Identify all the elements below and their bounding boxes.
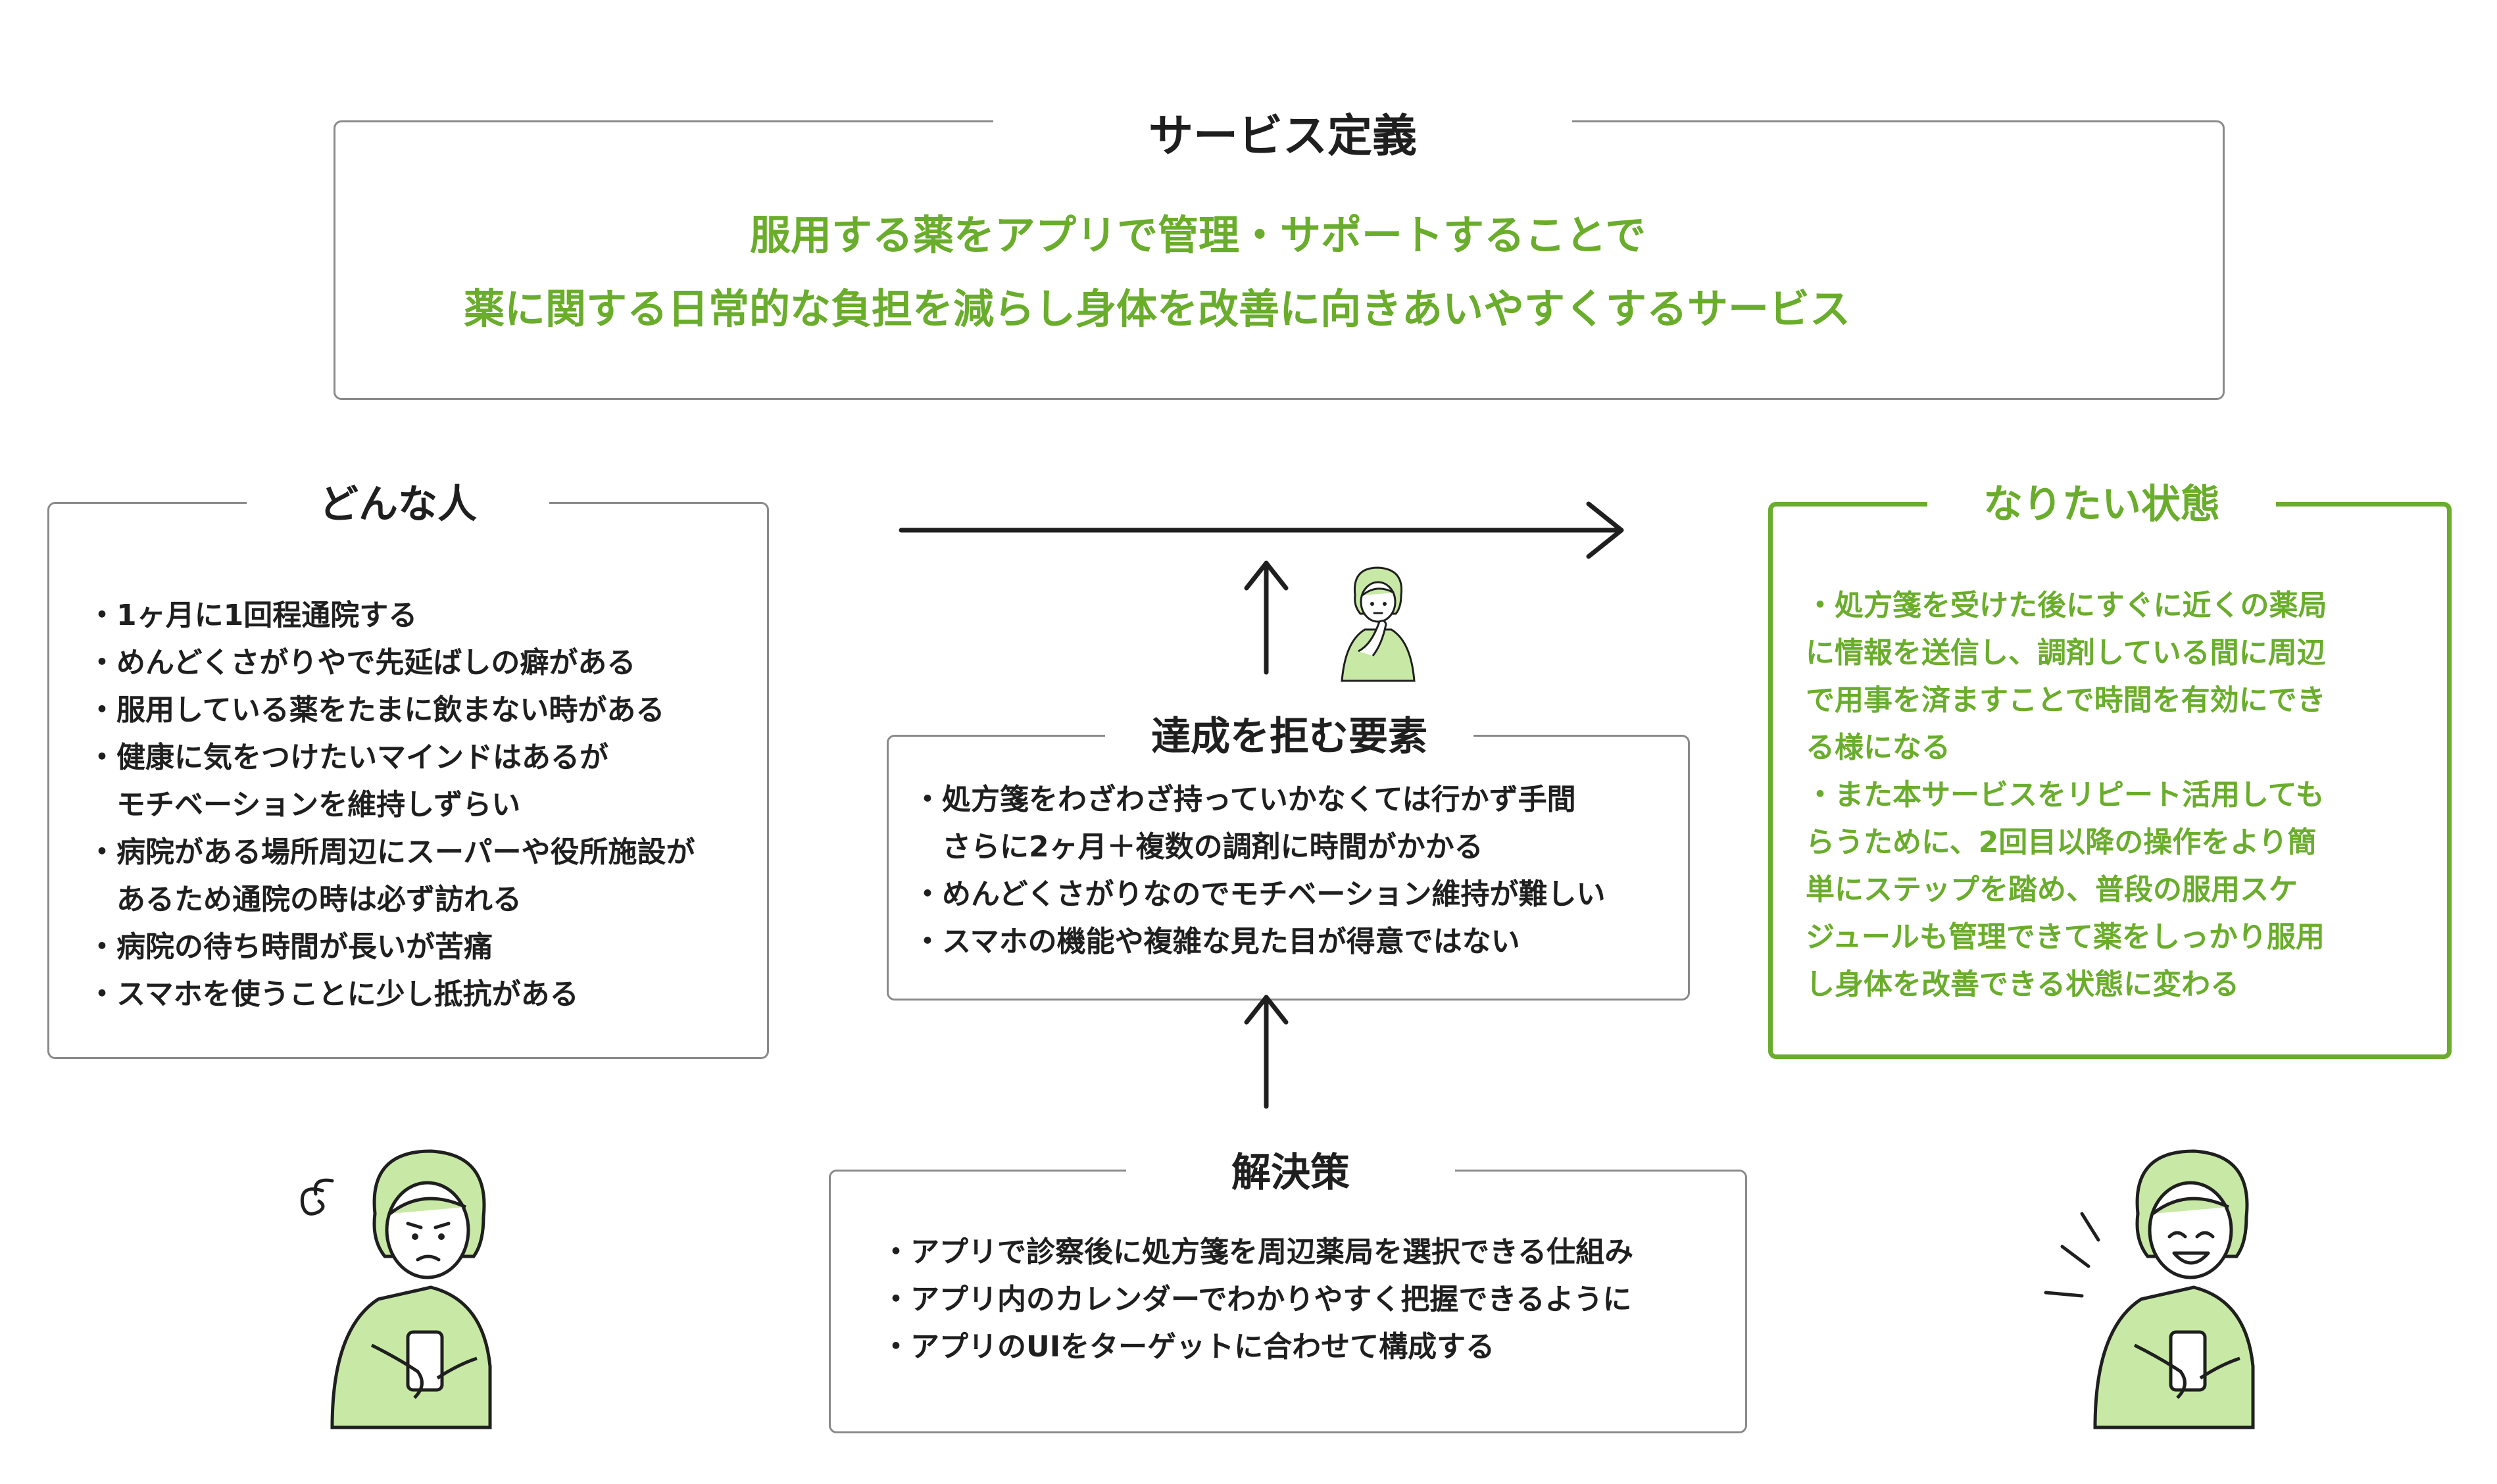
happy-woman-with-phone-icon [2044, 1149, 2255, 1429]
list-item: ・病院の待ち時間が長いが苦痛 [87, 930, 493, 964]
list-item: ・処方箋を受けた後にすぐに近くの薬局 [1806, 589, 2327, 622]
arrow-up-icon [1244, 560, 1289, 675]
list-item: ・スマホの機能や複雑な見た目が得意ではない [913, 925, 1520, 958]
arrow-up-icon [1244, 995, 1289, 1109]
list-item: さらに2ヶ月＋複数の調剤に時間がかかる [913, 830, 1483, 864]
thinking-woman-icon [1341, 566, 1416, 682]
list-item: ・アプリ内のカレンダーでわかりやすく把握できるように [881, 1283, 1632, 1316]
goal-state-title: なりたい状態 [1927, 475, 2276, 534]
list-item: ・処方箋をわざわざ持っていかなくては行かず手間 [913, 783, 1576, 816]
list-item: モチベーションを維持しずらい [87, 788, 521, 822]
list-item: あるため通院の時は必ず訪れる [87, 883, 522, 916]
list-item: し身体を改善できる状態に変わる [1806, 968, 2240, 1001]
worried-woman-with-phone-icon [300, 1149, 492, 1429]
list-item: ・めんどくさがりやで先延ばしの癖がある [87, 646, 636, 680]
list-item: に情報を送信し、調剤している間に周辺 [1806, 636, 2326, 670]
arrow-right-icon [899, 501, 1624, 559]
service-definition-line-1: 服用する薬をアプリで管理・サポートすることで [750, 211, 1646, 259]
list-item: で用事を済ますことで時間を有効にでき [1806, 683, 2326, 717]
list-item: ジュールも管理できて薬をしっかり服用 [1806, 920, 2325, 954]
solution-box [829, 1170, 1747, 1433]
target-person-title: どんな人 [247, 475, 549, 534]
list-item: ・めんどくさがりなのでモチベーション維持が難しい [913, 878, 1606, 911]
list-item: ・服用している薬をたまに飲まない時がある [87, 693, 665, 727]
list-item: ・アプリのUIをターゲットに合わせて構成する [881, 1330, 1495, 1364]
goal-state-box [1768, 502, 2452, 1059]
list-item: ・また本サービスをリピート活用しても [1806, 778, 2325, 812]
list-item: る様になる [1806, 731, 1950, 764]
list-item: ・健康に気をつけたいマインドはあるが [87, 741, 608, 774]
service-definition-line-2: 薬に関する日常的な負担を減らし身体を改善に向きあいやすくするサービス [464, 285, 1851, 333]
list-item: 単にステップを踏め、普段の服用スケ [1806, 873, 2298, 906]
obstacle-title: 達成を拒む要素 [1105, 710, 1473, 763]
solution-title: 解決策 [1126, 1143, 1455, 1202]
list-item: ・スマホを使うことに少し抵抗がある [87, 977, 579, 1011]
target-person-box [47, 502, 769, 1059]
list-item: らうために、2回目以降の操作をより簡 [1806, 826, 2317, 859]
list-item: ・1ヶ月に1回程通院する [87, 599, 418, 632]
service-definition-title: サービス定義 [993, 104, 1572, 170]
list-item: ・病院がある場所周辺にスーパーや役所施設が [87, 835, 695, 869]
list-item: ・アプリで診察後に処方箋を周辺薬局を選択できる仕組み [881, 1235, 1634, 1269]
